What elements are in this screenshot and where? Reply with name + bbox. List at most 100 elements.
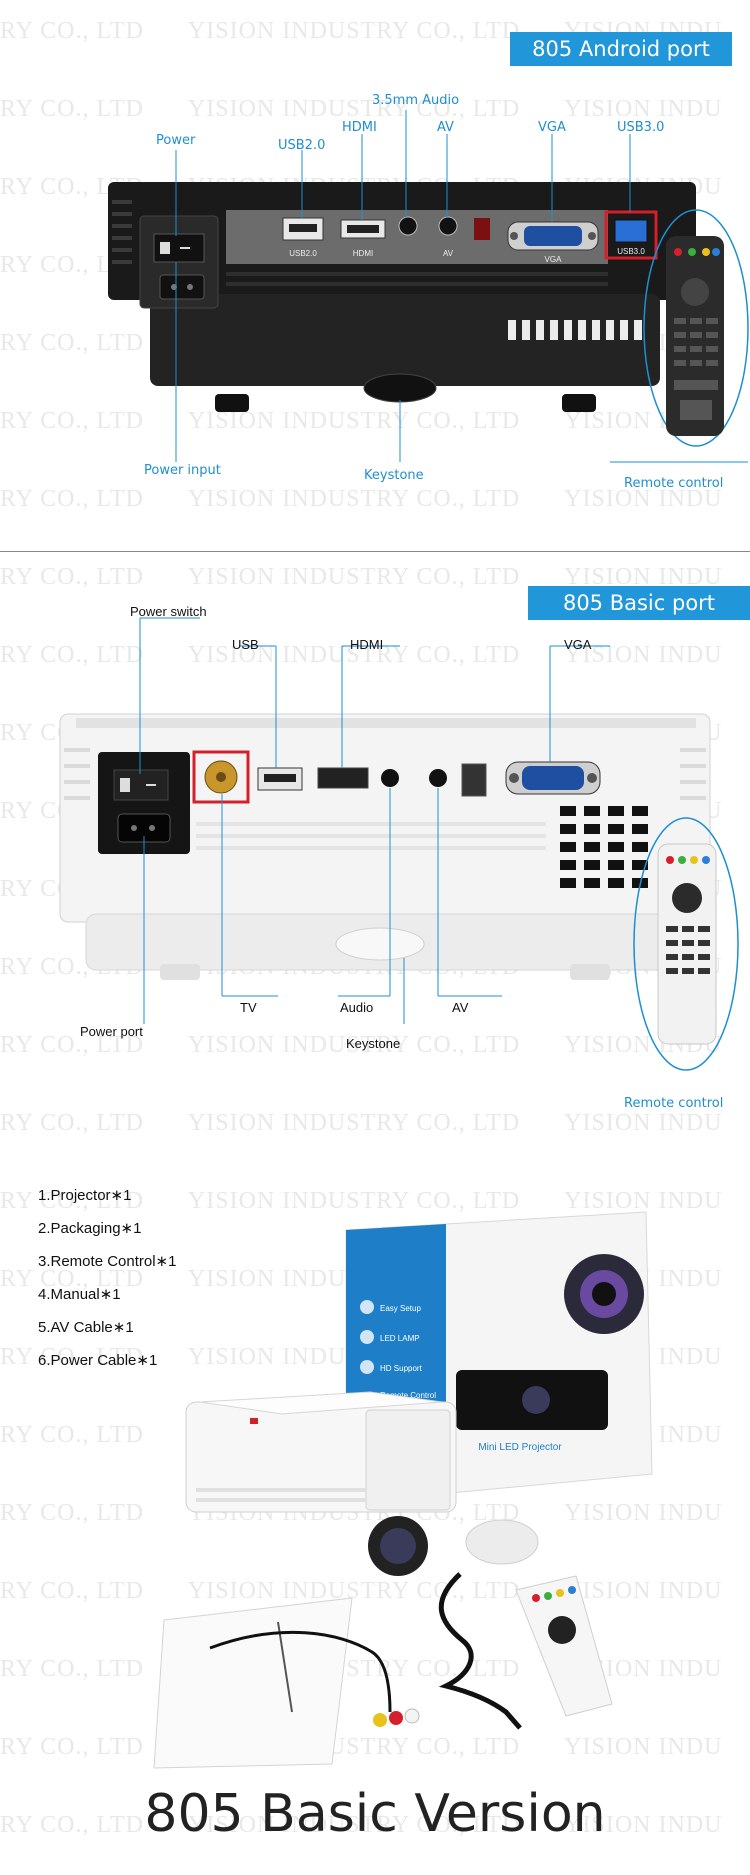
white-remote [515, 1575, 613, 1717]
package-item: 1.Projector∗1 [38, 1187, 132, 1204]
watermark-text: RY CO., LTD [0, 1812, 144, 1838]
keystone-wheel [363, 373, 437, 403]
watermark-text: RY CO., LTD [0, 486, 144, 512]
label-power: Power [156, 133, 196, 148]
label-3-5mm-audio: 3.5mm Audio [372, 93, 460, 108]
usb3-print: USB3.0 [617, 247, 645, 256]
label-usb: USB [232, 637, 259, 652]
keystone-wheel-basic [335, 927, 425, 961]
hdmi-print: HDMI [353, 249, 373, 258]
audio-port [398, 216, 418, 236]
watermark-text: YISION INDU [564, 1578, 723, 1604]
box-label: Mini LED Projector [478, 1442, 562, 1453]
label-keystone: Keystone [364, 468, 424, 483]
label-hdmi: HDMI [342, 120, 377, 135]
package-item: 2.Packaging∗1 [38, 1220, 142, 1237]
watermark-text: YISION INDUSTRY CO., LTD [187, 486, 521, 512]
label-usb3: USB3.0 [617, 120, 665, 135]
watermark-text: YISION INDU [564, 1812, 723, 1838]
watermark-text: YISION INDUSTRY CO., LTD [187, 96, 521, 122]
usb2-print: USB2.0 [289, 249, 317, 258]
watermark-text: RY CO., LTD [0, 564, 144, 590]
label-power-port: Power port [80, 1024, 143, 1039]
package-section: 1.Projector∗1 2.Packaging∗1 3.Remote Con… [0, 1152, 750, 1875]
label-hdmi-basic: HDMI [350, 637, 384, 652]
box-feature: Remote Control [380, 1391, 436, 1400]
label-power-input: Power input [144, 463, 221, 478]
basic-port-section: 805 Basic port [0, 552, 750, 1152]
label-audio-basic: Audio [340, 1000, 374, 1015]
manual [153, 1597, 353, 1769]
watermark-text: YISION INDU [564, 1110, 723, 1136]
label-av-basic: AV [452, 1000, 469, 1015]
label-av: AV [437, 120, 454, 135]
watermark-row: RY CO., LTD YISION INDUSTRY CO., LTD YISIO… [0, 486, 750, 513]
package-item: 4.Manual∗1 [38, 1286, 121, 1303]
watermark-text: RY CO., LTD [0, 408, 144, 434]
power-cable [438, 1572, 522, 1730]
watermark-text: RY CO., LTD [0, 1734, 144, 1760]
watermark-text: RY CO., LTD [0, 1188, 144, 1214]
box-feature: HD Support [380, 1364, 423, 1373]
watermark-text: YISION INDU [564, 486, 723, 512]
remote-outline [643, 209, 749, 447]
watermark-text: YISION INDUSTRY CO., LTD [187, 1578, 521, 1604]
watermark-text: RY CO., LTD [0, 18, 144, 44]
android-projector-illustration: USB2.0 HDMI AV VGA USB3.0 [108, 110, 749, 463]
tv-highlight [192, 750, 250, 804]
usb3-highlight [604, 210, 658, 260]
watermark-text: RY CO., LTD [0, 1422, 144, 1448]
basic-port-banner: 805 Basic port [528, 586, 750, 620]
watermark-text: YISION INDUSTRY CO., LTD [187, 564, 521, 590]
watermark-text: YISION INDUSTRY CO., LTD [187, 1110, 521, 1136]
android-port-banner: 805 Android port [510, 32, 732, 66]
watermark-text: YISION INDUSTRY CO., LTD [187, 1812, 521, 1838]
label-keystone-basic: Keystone [346, 1036, 401, 1051]
watermark-text: YISION INDUSTRY CO., LTD [187, 408, 521, 434]
package-item: 5.AV Cable∗1 [38, 1319, 134, 1336]
watermark-row: RY CO., LTD YISION INDUSTRY CO., LTD YISIO… [0, 1812, 750, 1839]
label-vga: VGA [538, 120, 566, 135]
audio-port-basic [381, 769, 399, 787]
watermark-text: YISION INDU [564, 1734, 723, 1760]
label-usb2: USB2.0 [278, 138, 326, 153]
watermark-text: YISION INDUSTRY CO., LTD [187, 1032, 521, 1058]
watermark-text: RY CO., LTD [0, 1500, 144, 1526]
av-print: AV [443, 249, 454, 258]
watermark-text: RY CO., LTD [0, 330, 144, 356]
watermark-text: RY CO., LTD [0, 1578, 144, 1604]
watermark-text: YISION INDU [564, 1500, 723, 1526]
android-projector-base [150, 294, 660, 386]
label-power-switch: Power switch [130, 604, 207, 619]
lens-cap [465, 1519, 539, 1565]
watermark-row: RY CO., LTD YISION INDUSTRY CO., LTD YISIO… [0, 1578, 750, 1605]
watermark-text: YISION INDUSTRY CO., LTD [187, 1188, 521, 1214]
package-item: 3.Remote Control∗1 [38, 1253, 177, 1270]
watermark-text: RY CO., LTD [0, 1656, 144, 1682]
av-port-basic [429, 769, 447, 787]
label-tv: TV [240, 1000, 257, 1015]
vga-print: VGA [545, 255, 563, 264]
watermark-text: YISION INDUSTRY CO., LTD [187, 18, 521, 44]
package-contents-illustration: Easy Setup LED LAMP HD Support Remote Co… [153, 1211, 653, 1769]
watermark-text: RY CO., LTD [0, 1032, 144, 1058]
label-vga-basic: VGA [564, 637, 592, 652]
product-version-title: 805 Basic Version [144, 1784, 606, 1844]
watermark-text: RY CO., LTD [0, 642, 144, 668]
watermark-text: YISION INDU [564, 96, 723, 122]
android-port-section: 805 Android port USB2.0 HDM [0, 0, 750, 551]
remote-outline-basic [633, 817, 739, 1071]
av-port [438, 216, 458, 236]
section-divider [0, 551, 750, 552]
watermark-text: RY CO., LTD [0, 1344, 144, 1370]
basic-projector-illustration [59, 617, 739, 1071]
box-feature: LED LAMP [380, 1334, 420, 1343]
av-cable [209, 1630, 392, 1713]
label-remote-control-basic: Remote control [624, 1096, 724, 1111]
